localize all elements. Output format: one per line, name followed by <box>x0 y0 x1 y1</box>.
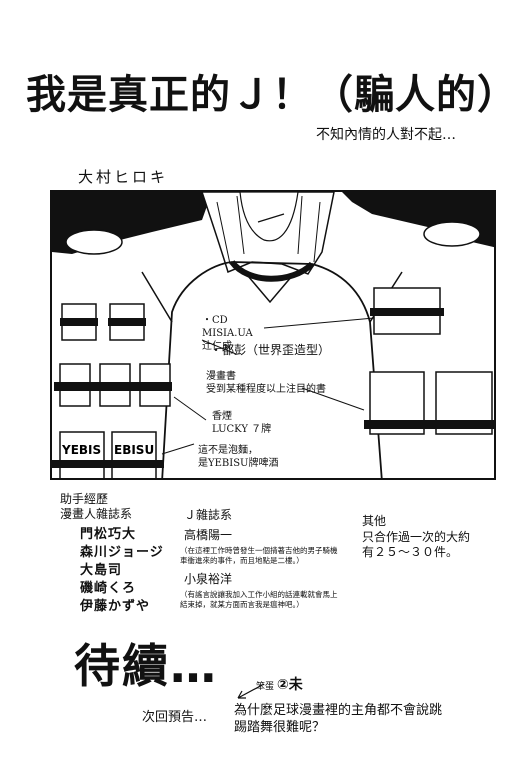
other-text: 只合作過一次的大約 有２５～３０件。 <box>362 530 471 559</box>
assistant-name-2: 森川ジョージ <box>80 545 164 560</box>
next-preview-label: 次回預告… <box>142 710 208 725</box>
beer-brand-2: EBISU <box>114 443 154 457</box>
j-magazine-person-2: 小泉裕洋 <box>184 572 233 586</box>
assistant-name-1: 門松巧大 <box>80 527 137 542</box>
assistant-name-4: 磯崎くろ <box>80 581 137 596</box>
label-cd: ・CD MISIA.UA 辻仁成 <box>202 315 253 352</box>
comic-panel: YEBIS EBISU ・CD MISIA.UA 辻仁成 ・都彭（世界歪造型） … <box>50 190 496 480</box>
assistant-name-3: 大島司 <box>80 563 123 578</box>
assistant-name-5: 伊藤かずや <box>80 599 151 614</box>
arrow-icon <box>237 683 265 699</box>
other-title: 其他 <box>362 514 387 528</box>
label-tofu: ・都彭（世界歪造型） <box>210 343 331 357</box>
author-name: 大村ヒロキ <box>78 168 169 186</box>
j-magazine-person-1: 高橋陽一 <box>184 528 233 542</box>
beer-brand-1: YEBIS <box>61 443 101 457</box>
to-be-continued: 待續… <box>74 639 218 693</box>
assistant-title: 助手經歷 漫畫人雜誌系 <box>60 492 133 521</box>
credit: 笨蛋 ②未 <box>256 674 303 694</box>
page-title: 我是真正的Ｊ！（騙人的） <box>26 72 512 118</box>
comic-illustration: YEBIS EBISU <box>52 192 494 478</box>
j-magazine-note-2: （有謠言說讓我加入工作小組的話連載就會馬上結束掉，就某方面而言我是瘟神吧。） <box>180 590 338 609</box>
j-magazine-note-1: （在這裡工作時曾發生一個揹著吉他的男子騎機車衝進來的事件，而且地點是二樓。） <box>180 546 338 565</box>
label-cigarette: 香煙 LUCKY ７牌 <box>212 411 272 435</box>
label-beer: 這不是泡麵， 是YEBISU牌啤酒 <box>198 445 279 469</box>
label-manga: 漫畫書 受到某種程度以上注目的書 <box>206 371 326 395</box>
credit-small: 笨蛋 <box>256 682 275 692</box>
credit-name: ②未 <box>276 677 303 693</box>
subtitle: 不知內情的人對不起… <box>316 127 456 143</box>
next-preview-text: 為什麼足球漫畫裡的主角都不會說跳 踢踏舞很難呢？ <box>234 703 443 735</box>
j-magazine-title: Ｊ雜誌系 <box>184 508 233 522</box>
